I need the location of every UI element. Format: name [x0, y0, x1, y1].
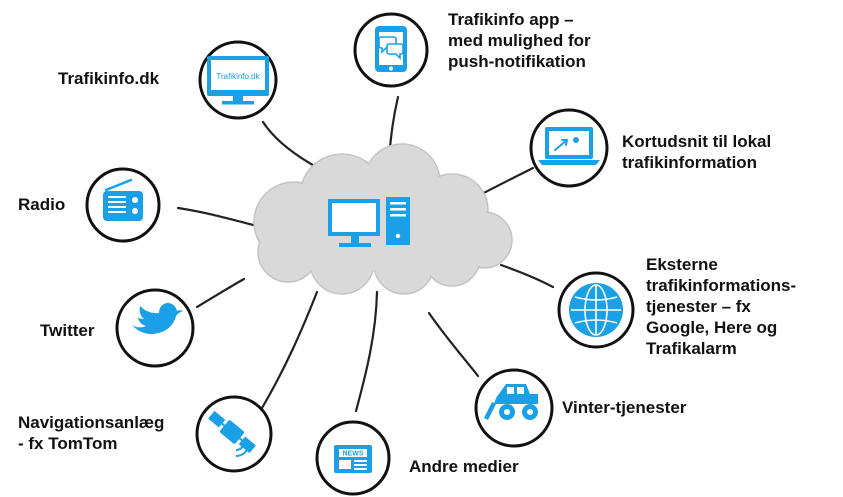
connector-andre	[354, 290, 379, 413]
connector-eksterne	[499, 263, 555, 289]
satellite-icon	[208, 410, 256, 457]
label-line: med mulighed for	[448, 31, 591, 50]
label-line: trafikinformation	[622, 153, 758, 172]
connector-vinter	[427, 311, 480, 378]
label-navigation: Navigationsanlæg - fx TomTom	[18, 412, 164, 454]
label-line: Google, Here og	[646, 318, 778, 337]
label-app: Trafikinfo app – med mulighed for push-n…	[448, 9, 591, 72]
label-line: Twitter	[40, 321, 95, 340]
label-line: Radio	[18, 195, 66, 214]
snow-plow-icon	[484, 384, 538, 420]
label-twitter: Twitter	[40, 320, 94, 341]
label-line: Kortudsnit til lokal	[622, 132, 772, 151]
connector-twitter	[195, 277, 246, 309]
label-line: - fx TomTom	[18, 434, 118, 453]
connector-lines	[176, 95, 555, 413]
computer-tower-icon	[386, 197, 410, 245]
label-line: Eksterne	[646, 255, 718, 274]
screen-text: Trafikinfo.dk	[216, 72, 260, 81]
connector-trafikinfo-dk	[261, 120, 320, 170]
label-line: Trafikinfo.dk	[58, 69, 160, 88]
label-vinter: Vinter-tjenester	[562, 397, 686, 418]
radio-icon	[103, 178, 143, 221]
label-line: Navigationsanlæg	[18, 413, 165, 432]
bird-icon	[132, 303, 183, 335]
cloud-shape	[253, 143, 513, 295]
label-line: tjenester – fx	[646, 297, 751, 316]
label-line: Andre medier	[409, 457, 519, 476]
laptop-map-icon	[538, 127, 600, 165]
hub-computer	[328, 197, 410, 247]
connector-radio	[176, 206, 259, 228]
label-line: push-notifikation	[448, 52, 586, 71]
circle-vinter	[474, 368, 554, 448]
label-trafikinfo-dk: Trafikinfo.dk	[58, 68, 159, 89]
label-andre: Andre medier	[409, 456, 519, 477]
smartphone-chat-icon	[375, 26, 407, 72]
label-radio: Radio	[18, 194, 65, 215]
globe-icon	[569, 283, 623, 337]
newspaper-text: NEWS	[343, 451, 364, 458]
label-line: Vinter-tjenester	[562, 398, 687, 417]
connector-kortudsnit	[476, 166, 535, 198]
monitor-icon	[328, 199, 380, 247]
label-line: Trafikinfo app –	[448, 9, 591, 30]
label-line: trafikinformations-	[646, 276, 797, 295]
label-line: Trafikalarm	[646, 339, 737, 358]
label-eksterne: Eksterne trafikinformations- tjenester –…	[646, 254, 796, 359]
newspaper-icon: NEWS	[334, 445, 372, 473]
label-kortudsnit: Kortudsnit til lokal trafikinformation	[622, 131, 771, 173]
label-line-part: Trafikinfo app –	[448, 10, 574, 29]
monitor-icon: Trafikinfo.dk	[207, 56, 269, 105]
connector-navigation	[260, 290, 319, 410]
